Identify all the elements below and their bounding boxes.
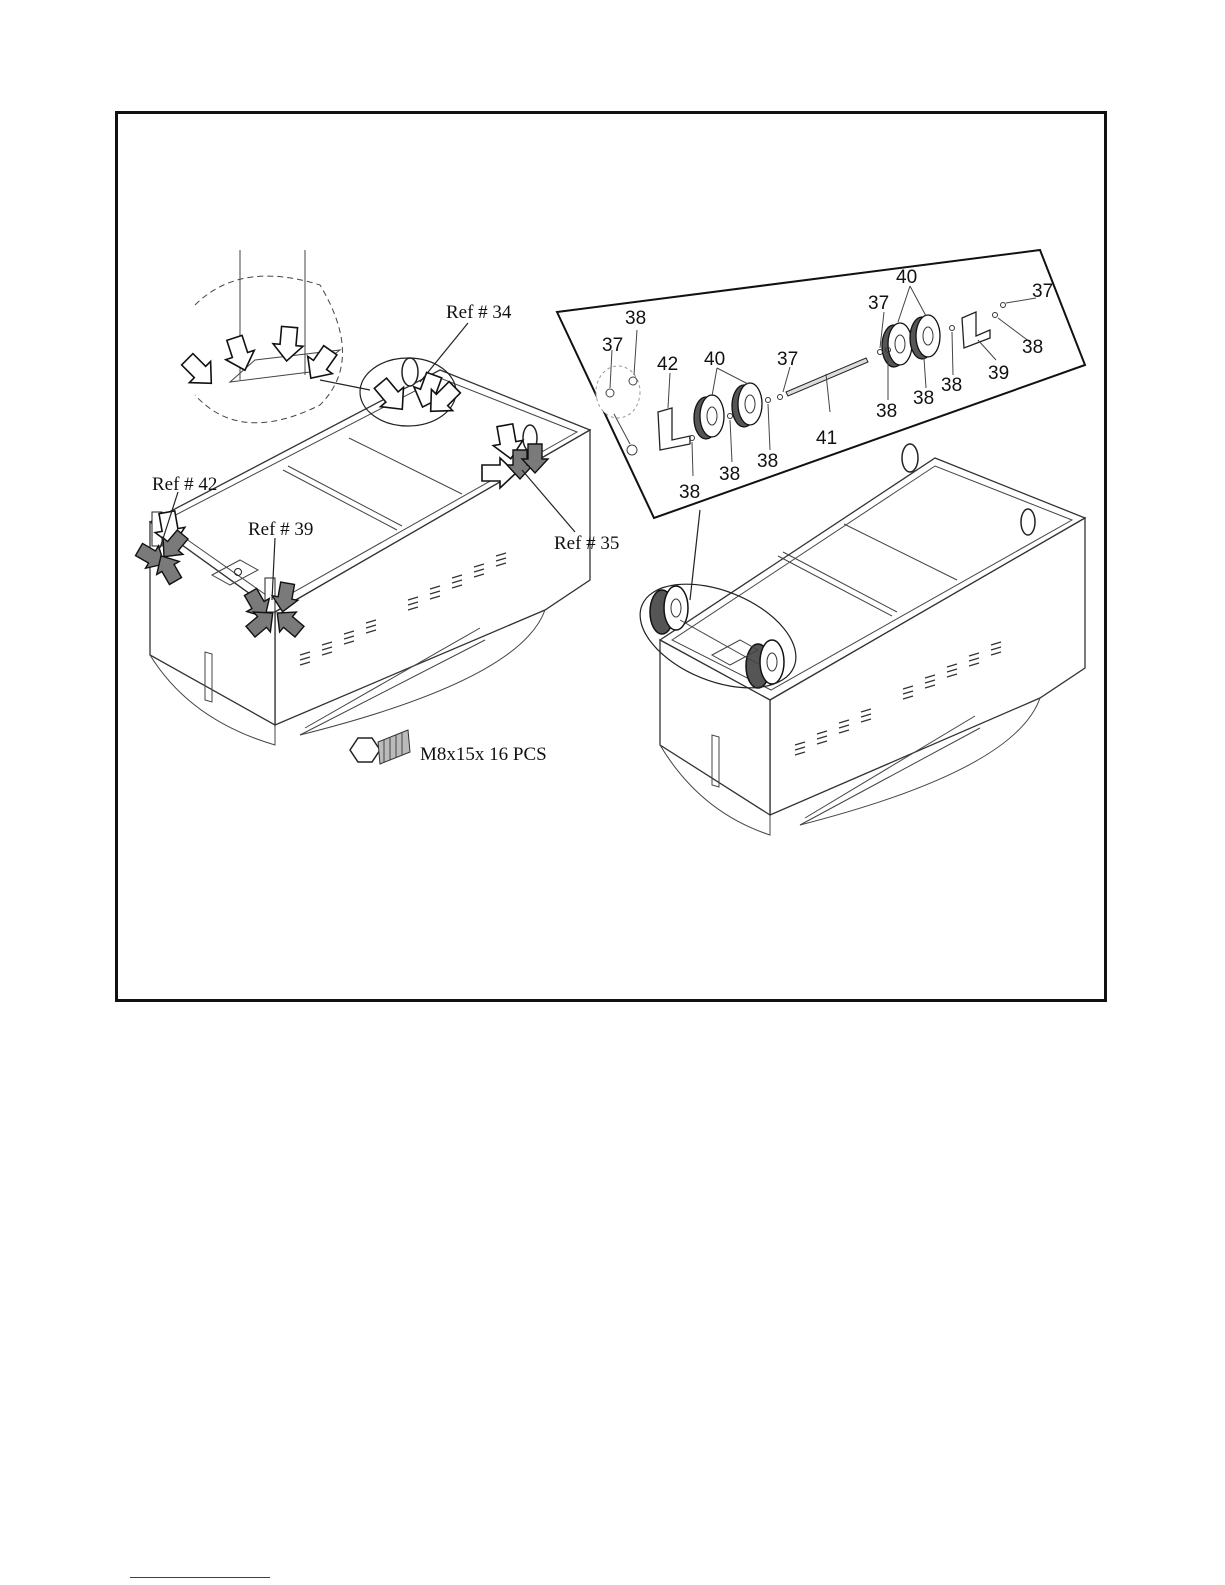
callout-ref-39: Ref # 39 — [248, 519, 313, 540]
part-number: 41 — [816, 428, 837, 449]
callout-ref-42: Ref # 42 — [152, 474, 217, 495]
part-number: 38 — [941, 375, 962, 396]
part-number: 37 — [1032, 281, 1053, 302]
rear-wheel-right — [746, 640, 784, 688]
part-number: 38 — [913, 388, 934, 409]
part-number: 39 — [988, 363, 1009, 384]
part-number: 38 — [625, 308, 646, 329]
part-number: 40 — [704, 349, 725, 370]
part-number: 37 — [777, 349, 798, 370]
part-number: 38 — [679, 482, 700, 503]
footer-link-rule — [130, 1577, 270, 1578]
part-number: 37 — [868, 293, 889, 314]
part-number: 40 — [896, 267, 917, 288]
left-grill-cart — [133, 250, 590, 764]
rear-wheel-left — [650, 586, 688, 634]
callout-ref-35: Ref # 35 — [554, 533, 619, 554]
part-number: 38 — [876, 401, 897, 422]
callout-ref-34: Ref # 34 — [446, 302, 512, 323]
part-number: 42 — [657, 354, 678, 375]
part-number: 38 — [757, 451, 778, 472]
bolt-spec-label: M8x15x 16 PCS — [420, 744, 547, 765]
part-number: 37 — [602, 335, 623, 356]
part-number: 38 — [719, 464, 740, 485]
part-number: 38 — [1022, 337, 1043, 358]
